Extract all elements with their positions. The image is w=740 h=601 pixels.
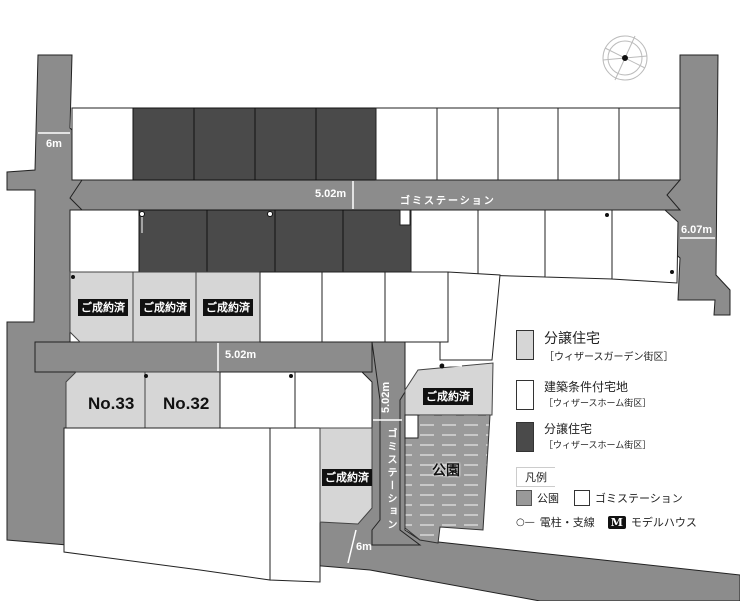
sold-badge: ご成約済 <box>423 388 473 405</box>
legend-sub: ［ウィザースガーデン街区］ <box>544 352 674 363</box>
park-label: 公園 <box>432 463 460 479</box>
sold-badge: ご成約済 <box>140 299 190 316</box>
utility-poles <box>71 211 674 378</box>
garbage-station-label: ゴミステーション <box>400 196 496 207</box>
legend-model: モデルハウス <box>630 516 697 529</box>
legend-swatch <box>516 330 534 360</box>
legend-pole: 電柱・支線 <box>539 516 595 529</box>
vertical-road <box>371 341 422 546</box>
lot[interactable] <box>618 107 681 181</box>
legend-sub: ［ウィザースホーム街区］ <box>544 441 652 451</box>
garbage-station <box>404 414 419 439</box>
lot[interactable] <box>193 107 256 181</box>
legend-swatch <box>516 422 534 452</box>
legend-title: 凡例 <box>516 467 555 487</box>
dimension-left-road: 6m <box>46 138 62 150</box>
lot[interactable] <box>436 107 499 181</box>
lot[interactable] <box>544 209 613 280</box>
dimension-bottom-road: 6m <box>356 541 372 553</box>
lot[interactable] <box>132 107 195 181</box>
lot[interactable] <box>269 427 321 583</box>
lot-no32-label: No.32 <box>163 394 210 413</box>
garbage-station <box>399 209 411 226</box>
pole-icon: ○— <box>516 516 535 528</box>
lot[interactable] <box>375 107 438 181</box>
lot[interactable] <box>294 371 373 429</box>
lot[interactable] <box>497 107 559 181</box>
legend-swatch <box>516 380 534 410</box>
lot[interactable] <box>384 271 449 343</box>
lot[interactable] <box>410 209 479 276</box>
legend-row-park-garbage: 公園 ゴミステーション <box>516 490 683 506</box>
compass-icon <box>602 35 648 81</box>
lot[interactable] <box>219 371 296 429</box>
lot[interactable] <box>274 209 344 273</box>
dimension-middle-road: 5.02m <box>225 349 257 361</box>
legend-sub: ［ウィザースホーム街区］ <box>544 399 652 409</box>
lot-no33-label: No.33 <box>88 394 135 413</box>
lot[interactable] <box>321 271 386 343</box>
legend-main: 分譲住宅 <box>544 331 600 347</box>
middle-road <box>34 341 373 373</box>
legend-main: 分譲住宅 <box>544 422 593 436</box>
legend-main: 建築条件付宅地 <box>544 380 629 394</box>
lot[interactable] <box>254 107 317 181</box>
park-swatch <box>516 490 532 506</box>
sold-badge: ご成約済 <box>78 299 128 316</box>
legend-park: 公園 <box>537 492 559 505</box>
lot[interactable] <box>206 209 276 273</box>
lot[interactable] <box>439 271 501 361</box>
lot[interactable] <box>138 209 208 273</box>
legend-row-pole-model: ○— 電柱・支線 M モデルハウス <box>516 514 697 530</box>
legend-garbage: ゴミステーション <box>595 492 683 505</box>
lot-no32[interactable] <box>144 371 221 429</box>
lot[interactable] <box>69 209 140 273</box>
model-house-icon: M <box>607 515 626 529</box>
sold-badge: ご成約済 <box>203 299 253 316</box>
dimension-lines <box>38 132 715 564</box>
dimension-vertical-road: 5.02m <box>380 381 392 413</box>
lot[interactable] <box>477 209 546 278</box>
garbage-station-label-vertical: ゴミステーション <box>385 428 396 532</box>
lot[interactable] <box>315 107 377 181</box>
upper-road <box>69 179 682 211</box>
dimension-upper-road: 5.02m <box>315 188 347 200</box>
lot[interactable] <box>557 107 620 181</box>
lot[interactable] <box>259 271 323 343</box>
lot[interactable] <box>71 107 134 181</box>
garbage-swatch <box>574 490 590 506</box>
lot[interactable] <box>63 427 271 581</box>
lot[interactable] <box>611 209 679 284</box>
dimension-right-road: 6.07m <box>681 224 713 236</box>
sold-badge: ご成約済 <box>322 469 372 486</box>
